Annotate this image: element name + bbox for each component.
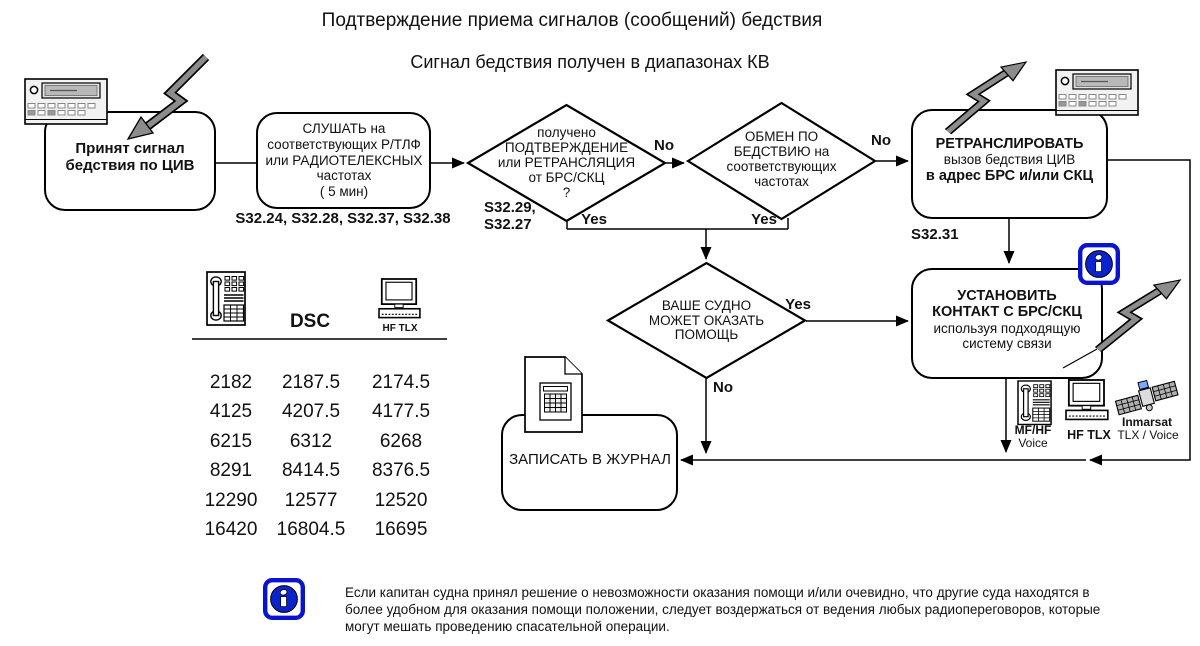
ack-diamond <box>465 103 668 223</box>
assist-diamond <box>605 261 808 380</box>
mfhf-voice-label: Voice <box>1018 436 1048 450</box>
freq-cell: 6312 <box>289 430 333 452</box>
received-box <box>44 111 216 211</box>
freq-cell: 4177.5 <box>371 401 431 423</box>
ack-yes-label: Yes <box>581 211 607 228</box>
inmarsat-label: Inmarsat <box>1121 415 1173 429</box>
ack-diamond-ref: S32.29, S32.27 <box>484 199 536 233</box>
dsc-radio-icon <box>1055 69 1139 116</box>
info-icon <box>1080 245 1118 283</box>
freq-cell: 2187.5 <box>281 372 341 393</box>
mfhf-label: MF/HF <box>1014 423 1052 437</box>
relay-line2: вызов бедствия ЦИВ <box>943 152 1076 167</box>
relay-box-ref: S32.31 <box>911 226 959 243</box>
flow-nodes <box>44 109 1108 511</box>
freq-cell: 4207.5 <box>281 401 341 423</box>
assist-no-label: No <box>713 379 733 396</box>
listen-box <box>256 112 431 209</box>
freq-cell: 12520 <box>374 489 428 511</box>
contact-line3: используя подходящую <box>933 320 1081 336</box>
received-box-label: Принят сигнал бедствия по ЦИВ <box>65 140 195 174</box>
traffic-no-label: No <box>871 132 891 149</box>
freq-col-tlx: 2174.5 4177.5 6268 8376.5 12520 16695 <box>351 368 451 544</box>
relay-box-label: РЕТРАНСЛИРОВАТЬ вызов бедствия ЦИВ в адр… <box>912 136 1107 185</box>
assist-yes-label: Yes <box>785 296 811 313</box>
freq-cell: 4125 <box>209 401 253 423</box>
traffic-yes-label: Yes <box>751 211 777 228</box>
info-icon <box>265 580 303 618</box>
page-subtitle: Сигнал бедствия получен в диапазонах КВ <box>410 52 770 72</box>
lightning-arrow-icon <box>1098 280 1180 350</box>
freq-cell: 12290 <box>204 489 258 511</box>
freq-cell: 8376.5 <box>371 460 431 482</box>
contact-box-label: УСТАНОВИТЬ КОНТАКТ С БРС/СКЦ используя п… <box>912 288 1102 352</box>
ack-no-label: No <box>654 137 674 154</box>
contact-line4: систему связи <box>962 336 1052 351</box>
footnote-text: Если капитан судна принял решение о нево… <box>345 585 1101 635</box>
dsc-radio-icon <box>24 78 108 125</box>
relay-line3: в адрес БРС и/или СКЦ <box>925 167 1094 184</box>
listen-box-ref: S32.24, S32.28, S32.37, S32.38 <box>235 210 451 227</box>
inmarsat-satellite-icon <box>1111 373 1181 420</box>
freq-cell: 12577 <box>284 489 338 511</box>
listen-box-label: СЛУШАТЬ на соответствующих Р/ТЛФ или РАД… <box>265 121 423 200</box>
log-box-label: ЗАПИСАТЬ В ЖУРНАЛ <box>509 451 671 468</box>
table-header-hf-tlx: HF TLX <box>382 323 418 334</box>
computer-icon <box>1065 379 1109 421</box>
assist-diamond-label: ВАШЕ СУДНО МОЖЕТ ОКАЗАТЬ ПОМОЩЬ <box>648 298 765 343</box>
relay-line1: РЕТРАНСЛИРОВАТЬ <box>935 136 1084 152</box>
computer-icon <box>378 278 421 319</box>
traffic-diamond-label: ОБМЕН ПО БЕДСТВИЮ на соответствующих час… <box>726 129 837 189</box>
freq-cell: 6268 <box>379 430 423 452</box>
freq-cell: 16695 <box>374 518 428 540</box>
freq-cell: 8414.5 <box>281 460 341 482</box>
log-document-icon <box>524 356 583 433</box>
freq-cell: 6215 <box>209 430 253 452</box>
table-header-dsc: DSC <box>289 311 331 332</box>
freq-cell: 8291 <box>209 460 253 482</box>
freq-cell: 16420 <box>204 518 258 540</box>
flow-connectors <box>215 155 1191 466</box>
bolt-tail-line <box>1062 348 1098 369</box>
traffic-diamond <box>685 101 878 221</box>
contact-line1: УСТАНОВИТЬ <box>957 288 1057 304</box>
freq-cell: 16804.5 <box>276 518 346 540</box>
freq-col-dsc: 2187.5 4207.5 6312 8414.5 12577 16804.5 <box>261 368 361 544</box>
hf-tlx-label: HF TLX <box>1067 428 1111 442</box>
freq-cell: 2182 <box>209 372 253 393</box>
freq-cell: 2174.5 <box>371 372 431 393</box>
ack-diamond-label: получено ПОДТВЕРЖДЕНИЕ или РЕТРАНСЛЯЦИЯ … <box>497 125 636 200</box>
log-box <box>501 414 678 511</box>
freq-col-voice: 2182 4125 6215 8291 12290 16420 <box>181 368 281 544</box>
telephone-icon <box>1017 380 1052 426</box>
contact-line2: КОНТАКТ С БРС/СКЦ <box>932 304 1082 320</box>
telephone-icon <box>206 271 246 326</box>
decision-diamonds <box>465 101 878 380</box>
contact-box <box>911 268 1103 379</box>
page-title: Подтверждение приема сигналов (сообщений… <box>321 10 823 31</box>
inmarsat-tlx-voice-label: TLX / Voice <box>1117 428 1179 442</box>
